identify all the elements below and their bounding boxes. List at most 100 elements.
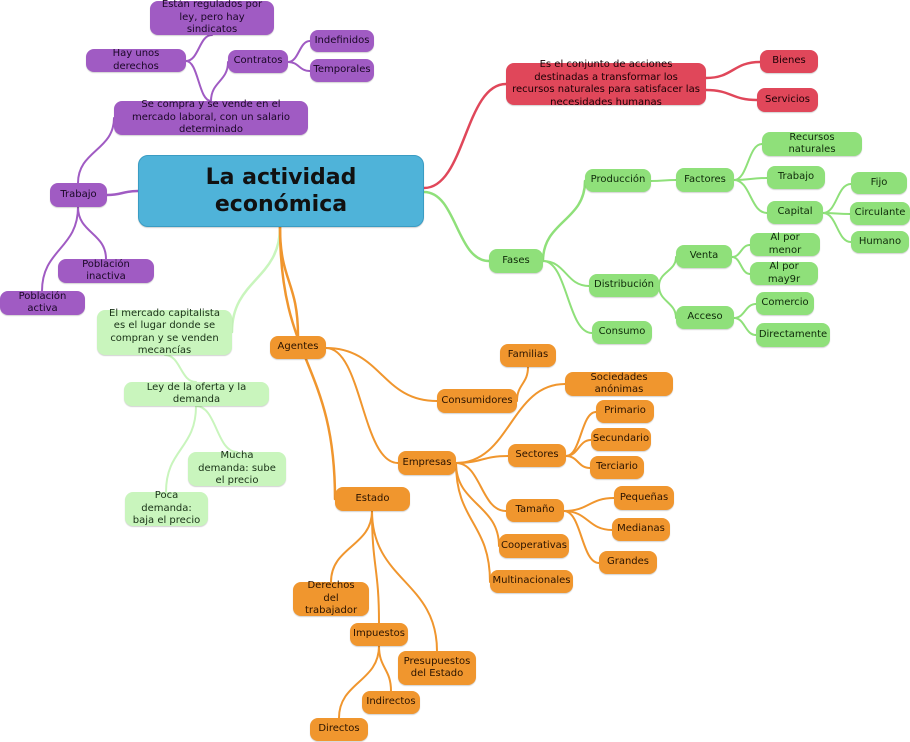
- connector-line: [77, 117, 115, 184]
- connector-line: [105, 189, 140, 197]
- node-secundario[interactable]: Secundario: [591, 428, 651, 451]
- node-regulados[interactable]: Están regulados por ley, pero hay sindic…: [150, 0, 274, 35]
- connector-line: [704, 88, 759, 102]
- connector-line: [77, 206, 107, 260]
- connector-line: [563, 510, 600, 564]
- node-directos[interactable]: Directos: [310, 718, 368, 741]
- node-circulante[interactable]: Circulante: [850, 202, 910, 225]
- node-derechos-trabajador[interactable]: Derechos del trabajador: [293, 580, 369, 616]
- connector-line: [287, 61, 311, 72]
- connector-line: [210, 61, 229, 102]
- node-servicios[interactable]: Servicios: [757, 88, 818, 112]
- connector-line: [378, 645, 392, 692]
- node-sociedades-anonimas[interactable]: Sociedades anónimas: [565, 372, 673, 396]
- node-pequenas[interactable]: Pequeñas: [614, 486, 674, 510]
- connector-line: [733, 143, 763, 181]
- node-fases[interactable]: Fases: [489, 249, 543, 273]
- node-hay-unos-derechos[interactable]: Hay unos derechos: [86, 48, 186, 72]
- node-empresas[interactable]: Empresas: [398, 451, 456, 475]
- node-estado[interactable]: Estado: [335, 487, 410, 511]
- node-trabajo-factor[interactable]: Trabajo: [767, 166, 825, 189]
- connector-line: [542, 260, 593, 334]
- connector-line: [185, 60, 212, 102]
- node-venta[interactable]: Venta: [676, 245, 732, 268]
- node-produccion[interactable]: Producción: [585, 169, 651, 192]
- connector-line: [371, 510, 438, 652]
- node-directamente[interactable]: Directamente: [756, 323, 830, 347]
- node-terciario[interactable]: Terciario: [590, 456, 644, 479]
- node-trabajo[interactable]: Trabajo: [50, 183, 107, 207]
- node-humano[interactable]: Humano: [851, 231, 909, 253]
- node-factores[interactable]: Factores: [676, 168, 734, 192]
- connector-line: [41, 206, 79, 292]
- connector-line: [658, 256, 677, 287]
- connector-line: [338, 645, 380, 719]
- node-poblacion-inactiva[interactable]: Población inactiva: [58, 259, 154, 283]
- node-agentes[interactable]: Agentes: [270, 336, 326, 359]
- connector-line: [822, 183, 852, 214]
- connector-line: [731, 256, 751, 275]
- connector-line: [542, 260, 590, 287]
- node-indirectos[interactable]: Indirectos: [362, 691, 420, 714]
- node-cooperativas[interactable]: Cooperativas: [499, 534, 569, 558]
- node-capital[interactable]: Capital: [767, 201, 823, 224]
- node-ley-oferta-demanda[interactable]: Ley de la oferta y la demanda: [124, 382, 269, 406]
- connector-line: [422, 82, 508, 190]
- connector-line: [704, 60, 762, 80]
- node-recursos-naturales[interactable]: Recursos naturales: [762, 132, 862, 156]
- node-indefinidos[interactable]: Indefinidos: [310, 30, 374, 52]
- node-grandes[interactable]: Grandes: [599, 551, 657, 574]
- connector-line: [164, 354, 197, 383]
- connector-line: [733, 179, 768, 214]
- connector-line: [330, 510, 373, 583]
- node-sectores[interactable]: Sectores: [508, 444, 566, 467]
- node-mercado-capitalista[interactable]: El mercado capitalista es el lugar donde…: [97, 308, 232, 356]
- connector-line: [455, 383, 566, 464]
- node-definicion[interactable]: Es el conjunto de acciones destinadas a …: [506, 59, 706, 108]
- node-acceso[interactable]: Acceso: [676, 306, 734, 329]
- connector-line: [563, 510, 613, 531]
- node-temporales[interactable]: Temporales: [310, 59, 374, 82]
- root-node[interactable]: La actividad económica: [138, 155, 424, 227]
- connector-line: [650, 179, 677, 182]
- node-al-por-mayor[interactable]: Al por may9r: [750, 261, 818, 285]
- connector-line: [325, 347, 438, 402]
- connector-line: [455, 462, 507, 512]
- connector-line: [733, 317, 757, 336]
- node-poca-demanda[interactable]: Poca demanda: baja el precio: [125, 490, 208, 526]
- node-bienes[interactable]: Bienes: [760, 50, 818, 73]
- connector-line: [185, 34, 213, 62]
- connector-line: [230, 225, 282, 334]
- connector-line: [563, 497, 615, 512]
- node-multinacionales[interactable]: Multinacionales: [490, 570, 573, 593]
- connector-line: [165, 405, 197, 493]
- node-impuestos[interactable]: Impuestos: [350, 623, 408, 646]
- connector-line: [658, 285, 677, 319]
- node-poblacion-activa[interactable]: Población activa: [0, 291, 85, 315]
- node-fijo[interactable]: Fijo: [851, 172, 907, 194]
- connector-line: [541, 179, 587, 263]
- node-comercio[interactable]: Comercio: [756, 292, 814, 315]
- node-distribucion[interactable]: Distribución: [589, 274, 659, 297]
- connector-line: [455, 462, 500, 547]
- node-contratos[interactable]: Contratos: [228, 50, 288, 73]
- node-al-por-menor[interactable]: Al por menor: [750, 232, 820, 256]
- node-tamano[interactable]: Tamaño: [506, 499, 564, 522]
- node-mucha-demanda[interactable]: Mucha demanda: sube el precio: [188, 450, 286, 486]
- node-consumo[interactable]: Consumo: [592, 321, 652, 344]
- node-familias[interactable]: Familias: [500, 344, 556, 367]
- connector-line: [455, 462, 491, 583]
- node-presupuestos[interactable]: Presupuestos del Estado: [398, 651, 476, 685]
- node-mercado-laboral[interactable]: Se compra y se vende en el mercado labor…: [114, 99, 308, 135]
- connector-line: [278, 225, 337, 501]
- connector-line: [516, 366, 529, 402]
- connector-line: [565, 455, 591, 469]
- node-consumidores[interactable]: Consumidores: [437, 389, 517, 413]
- connector-line: [325, 347, 399, 464]
- connector-line: [733, 303, 757, 319]
- connector-line: [422, 190, 491, 263]
- node-primario[interactable]: Primario: [596, 400, 654, 423]
- node-medianas[interactable]: Medianas: [612, 518, 670, 541]
- connector-line: [731, 244, 751, 258]
- connector-line: [455, 455, 509, 464]
